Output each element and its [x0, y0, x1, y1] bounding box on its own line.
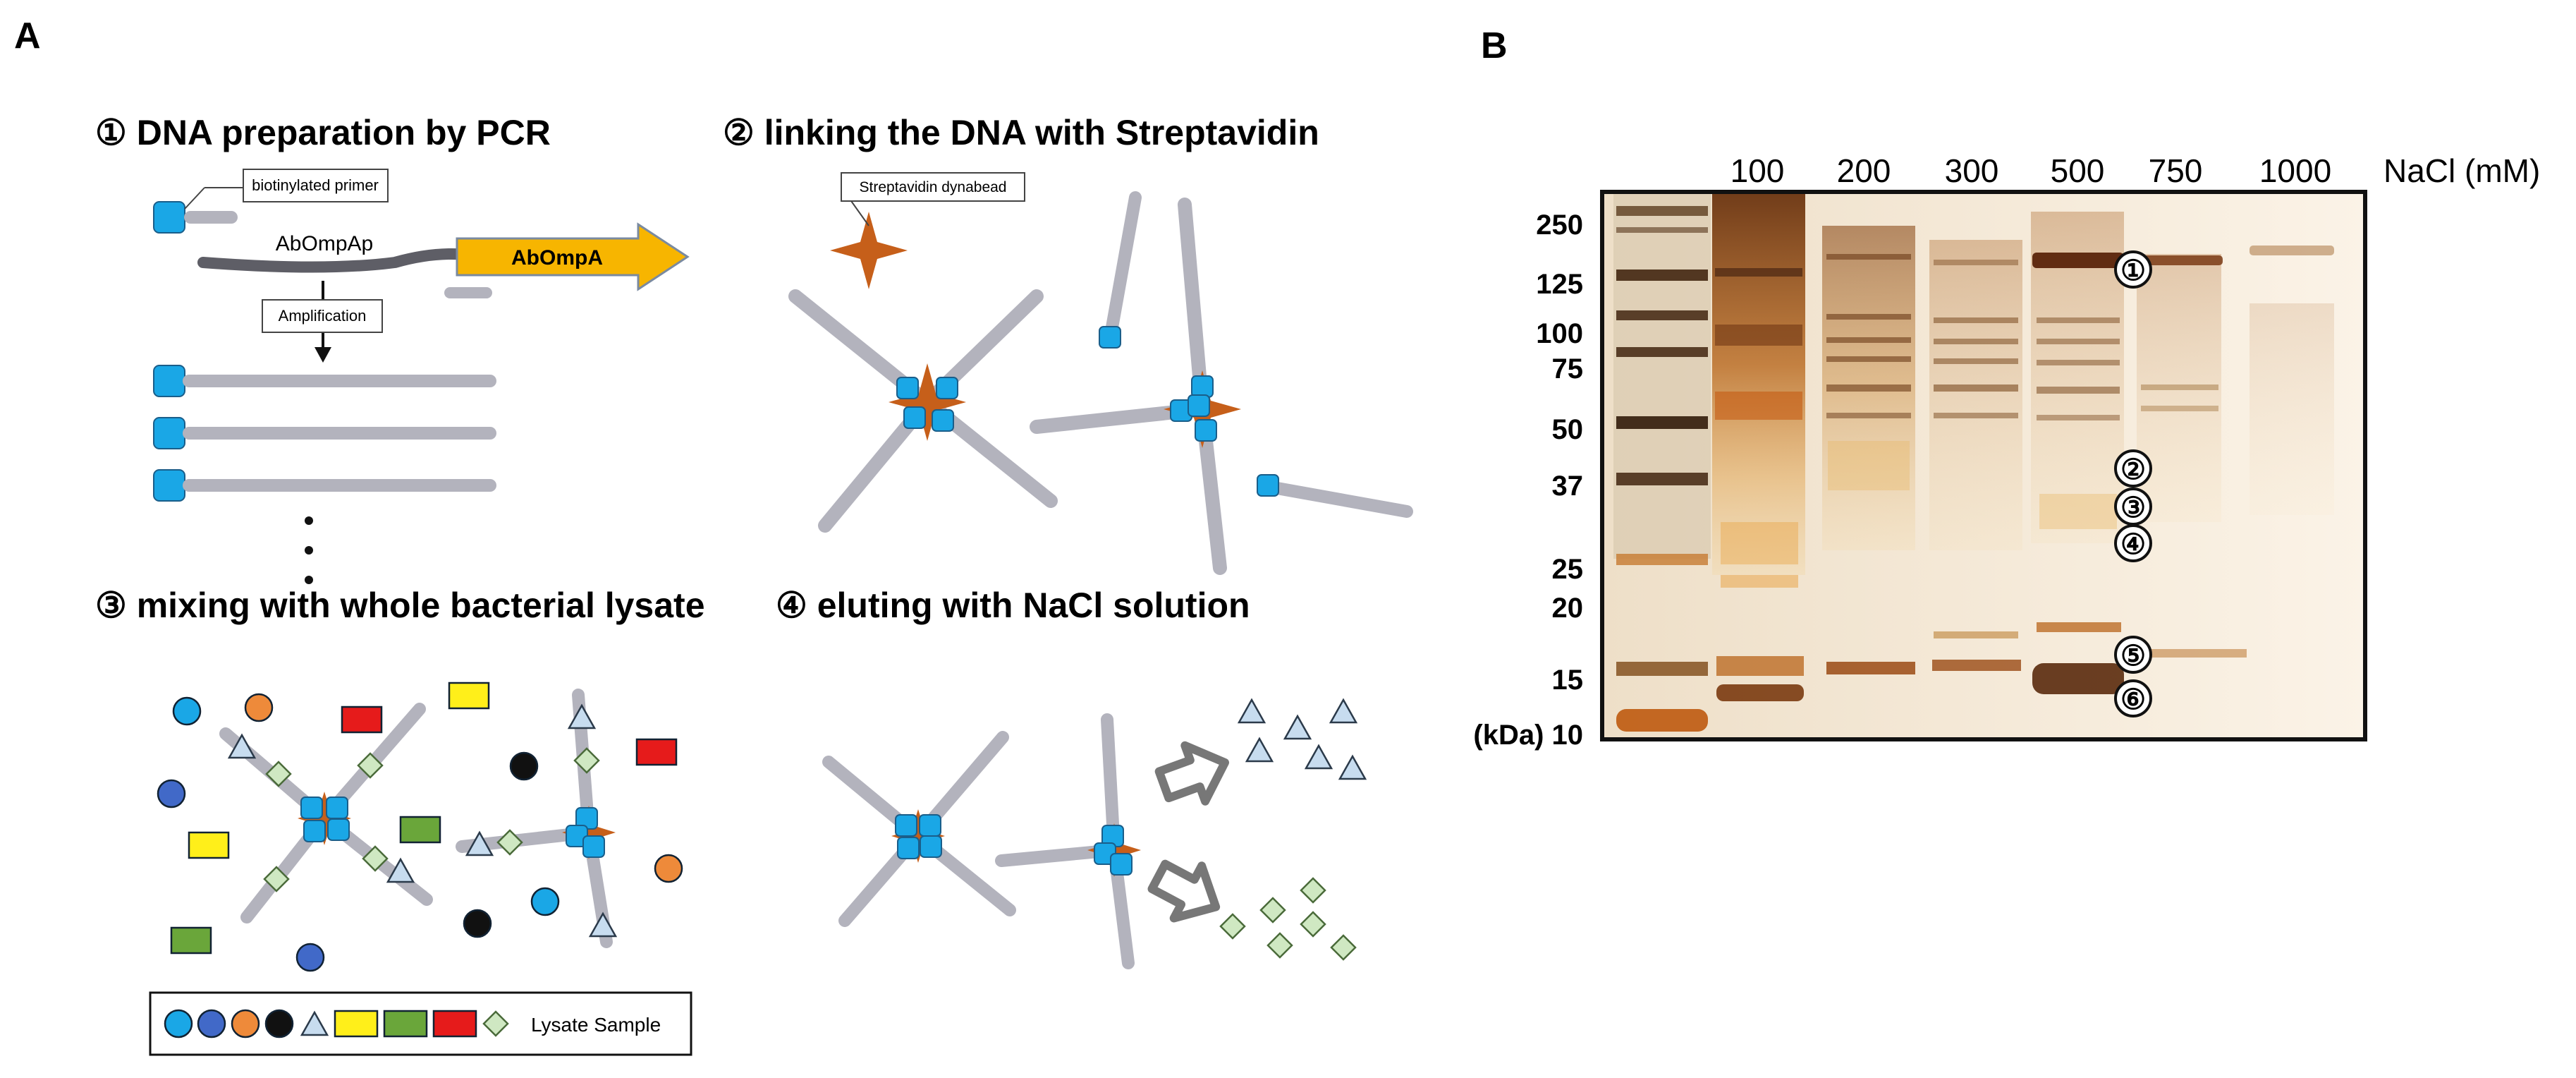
- step1-title: ① DNA preparation by PCR: [95, 113, 551, 152]
- gel-image: [1600, 190, 2367, 741]
- template-dna: [197, 248, 478, 273]
- marker-label: 50: [1552, 414, 1584, 445]
- panel-a-label: A: [14, 16, 41, 56]
- amplification-box: [262, 299, 383, 333]
- band-label: ③: [2120, 492, 2146, 523]
- gene-label: AbOmpA: [511, 246, 603, 270]
- marker-label: 15: [1552, 665, 1584, 696]
- marker-label: 75: [1552, 353, 1584, 384]
- elution-complex-1: [822, 731, 1016, 927]
- marker-label: 25: [1552, 554, 1584, 585]
- band-callouts: ① ② ③ ④ ⑤ ⑥: [2114, 250, 2152, 717]
- band-label: ⑥: [2120, 684, 2146, 715]
- marker-label-kda: (kDa) 10: [1473, 720, 1583, 751]
- bead-label: Streptavidin dynabead: [860, 179, 1007, 195]
- band-label: ⑤: [2120, 641, 2146, 672]
- dna-with-biotin-2: [1257, 474, 1413, 518]
- elution-arrow-2: [1147, 859, 1221, 923]
- marker-label: 20: [1552, 593, 1584, 624]
- band-label: ②: [2120, 454, 2146, 485]
- lane-label: 750: [2149, 152, 2203, 189]
- lane-label: 1000: [2259, 152, 2331, 189]
- marker-label: 37: [1552, 471, 1584, 502]
- biotin-callout: [243, 169, 389, 202]
- streptavidin-complex-1: [788, 289, 1058, 533]
- lane-labels: 100 200 300 500 750 1000 NaCl (mM): [1730, 152, 2541, 189]
- bead-callout: [841, 172, 1025, 202]
- marker-label: 100: [1536, 318, 1583, 349]
- lane-label: 300: [1945, 152, 1999, 189]
- band-label: ①: [2120, 255, 2146, 286]
- amplification-label: Amplification: [279, 307, 367, 325]
- gene-arrow: [456, 222, 690, 291]
- step3-title: ③ mixing with whole bacterial lysate: [95, 586, 705, 625]
- amplified-dna: [153, 365, 496, 584]
- eluted-triangles: [1238, 698, 1367, 780]
- marker-label: 125: [1536, 269, 1583, 300]
- lane-label: 100: [1730, 152, 1785, 189]
- marker-labels: 250 125 100 75 50 37 25 20 15 (kDa) 10: [1473, 210, 1583, 751]
- step4-title: ④ eluting with NaCl solution: [776, 586, 1250, 625]
- band-label: ④: [2120, 529, 2146, 560]
- panel-b-label: B: [1481, 25, 1508, 66]
- legend-label: Lysate Sample: [531, 1014, 661, 1036]
- dna-with-biotin-1: [1099, 191, 1142, 349]
- lysate-complex-1: [219, 703, 433, 923]
- lane-unit: NaCl (mM): [2383, 152, 2540, 189]
- elution-arrow-1: [1154, 741, 1229, 806]
- lysate-scatter: [157, 682, 683, 972]
- elution-complex-2: [995, 713, 1141, 969]
- lysate-legend: Lysate Sample: [149, 991, 692, 1056]
- eluted-diamonds: [1219, 877, 1357, 961]
- marker-label: 250: [1536, 210, 1583, 241]
- step2-title: ② linking the DNA with Streptavidin: [723, 113, 1319, 152]
- biotin-label: biotinylated primer: [252, 176, 379, 194]
- lane-label: 500: [2051, 152, 2105, 189]
- lane-label: 200: [1837, 152, 1891, 189]
- streptavidin-complex-2: [1030, 198, 1241, 575]
- lysate-complex-2: [456, 689, 617, 948]
- promoter-label: AbOmpAp: [276, 232, 373, 255]
